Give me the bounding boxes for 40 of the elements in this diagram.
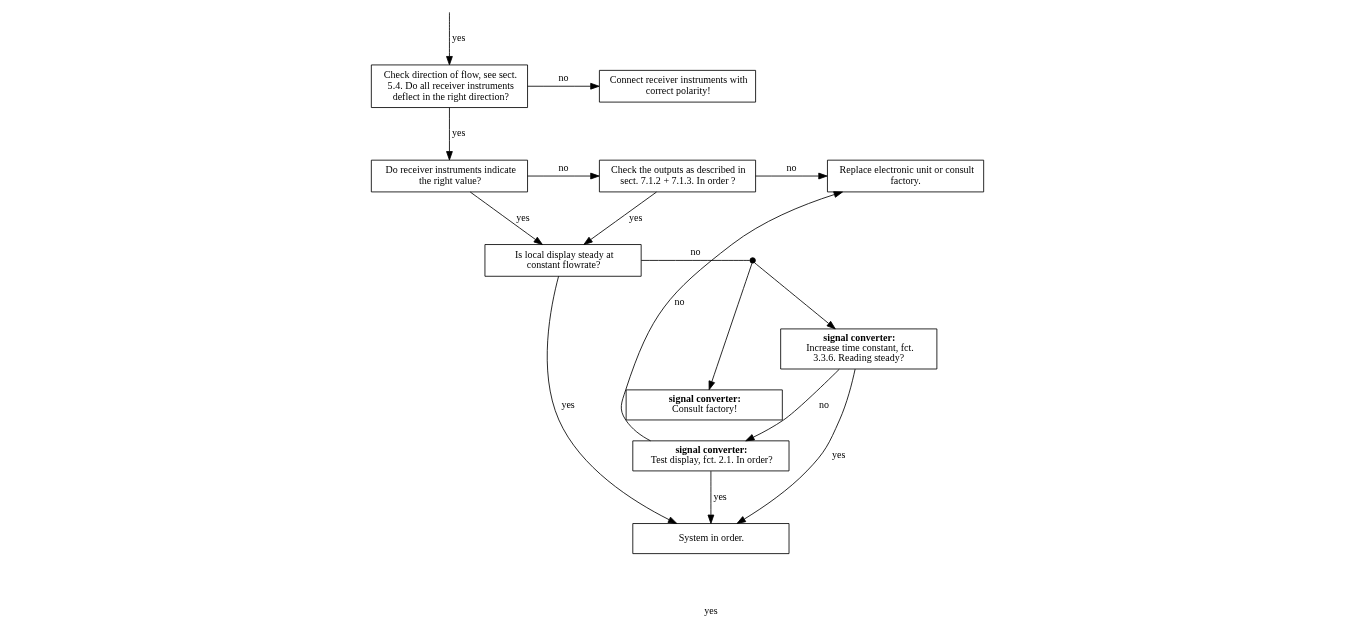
- edge-label: yes: [831, 449, 845, 461]
- arrow: [526, 82, 599, 90]
- node-box: Replace electronic unit or consult factory.: [826, 159, 984, 193]
- arrow: [708, 262, 752, 391]
- edge-label: no: [674, 296, 685, 308]
- edge-label: no: [690, 246, 701, 258]
- node-circle: [749, 257, 756, 264]
- node-box: signal converter: Consult factory!: [625, 389, 783, 421]
- edge-label: yes: [451, 127, 465, 139]
- edge-label: no: [786, 161, 797, 173]
- arrow: [445, 11, 453, 66]
- edge-label: yes: [451, 32, 465, 44]
- edge-label: yes: [628, 211, 642, 223]
- arrow: [744, 368, 840, 442]
- connector: [640, 260, 750, 261]
- node-box: signal converter: Test display, fct. 2.1. In order?: [631, 440, 789, 472]
- node-box: Connect receiver instruments with correct polarity!: [598, 69, 756, 103]
- arrow: [736, 368, 856, 524]
- arrow: [469, 191, 543, 245]
- arrow: [583, 191, 657, 245]
- node-box: Do receiver instruments indicate the right value?: [370, 159, 528, 193]
- edge-label: yes: [560, 398, 575, 410]
- label: yes: [703, 604, 718, 616]
- edge-label: yes: [515, 211, 530, 223]
- edge-label: no: [557, 71, 568, 83]
- edge-label: no: [818, 398, 829, 410]
- arrow: [620, 191, 843, 442]
- node-box: signal converter: Increase time constant, fct. 3.3.6. Reading steady?: [779, 328, 937, 370]
- node-box: Check the outputs as described in sect. 7.1.2 + 7.1.3. In order ?: [598, 159, 756, 193]
- arrow: [753, 262, 836, 330]
- node-box: Is local display steady at constant flowrate?: [484, 244, 642, 277]
- edge-label: no: [557, 161, 568, 173]
- arrow: [754, 172, 827, 180]
- node-box: Check direction of flow, see sect. 5.4. Do all receiver instruments deflect in the right direction?: [370, 64, 528, 108]
- arrow: [707, 470, 714, 524]
- arrow: [526, 172, 599, 180]
- node-box: System in order.: [631, 523, 789, 555]
- arrow: [546, 275, 677, 524]
- arrow: [445, 107, 453, 161]
- edge-label: yes: [712, 490, 727, 502]
